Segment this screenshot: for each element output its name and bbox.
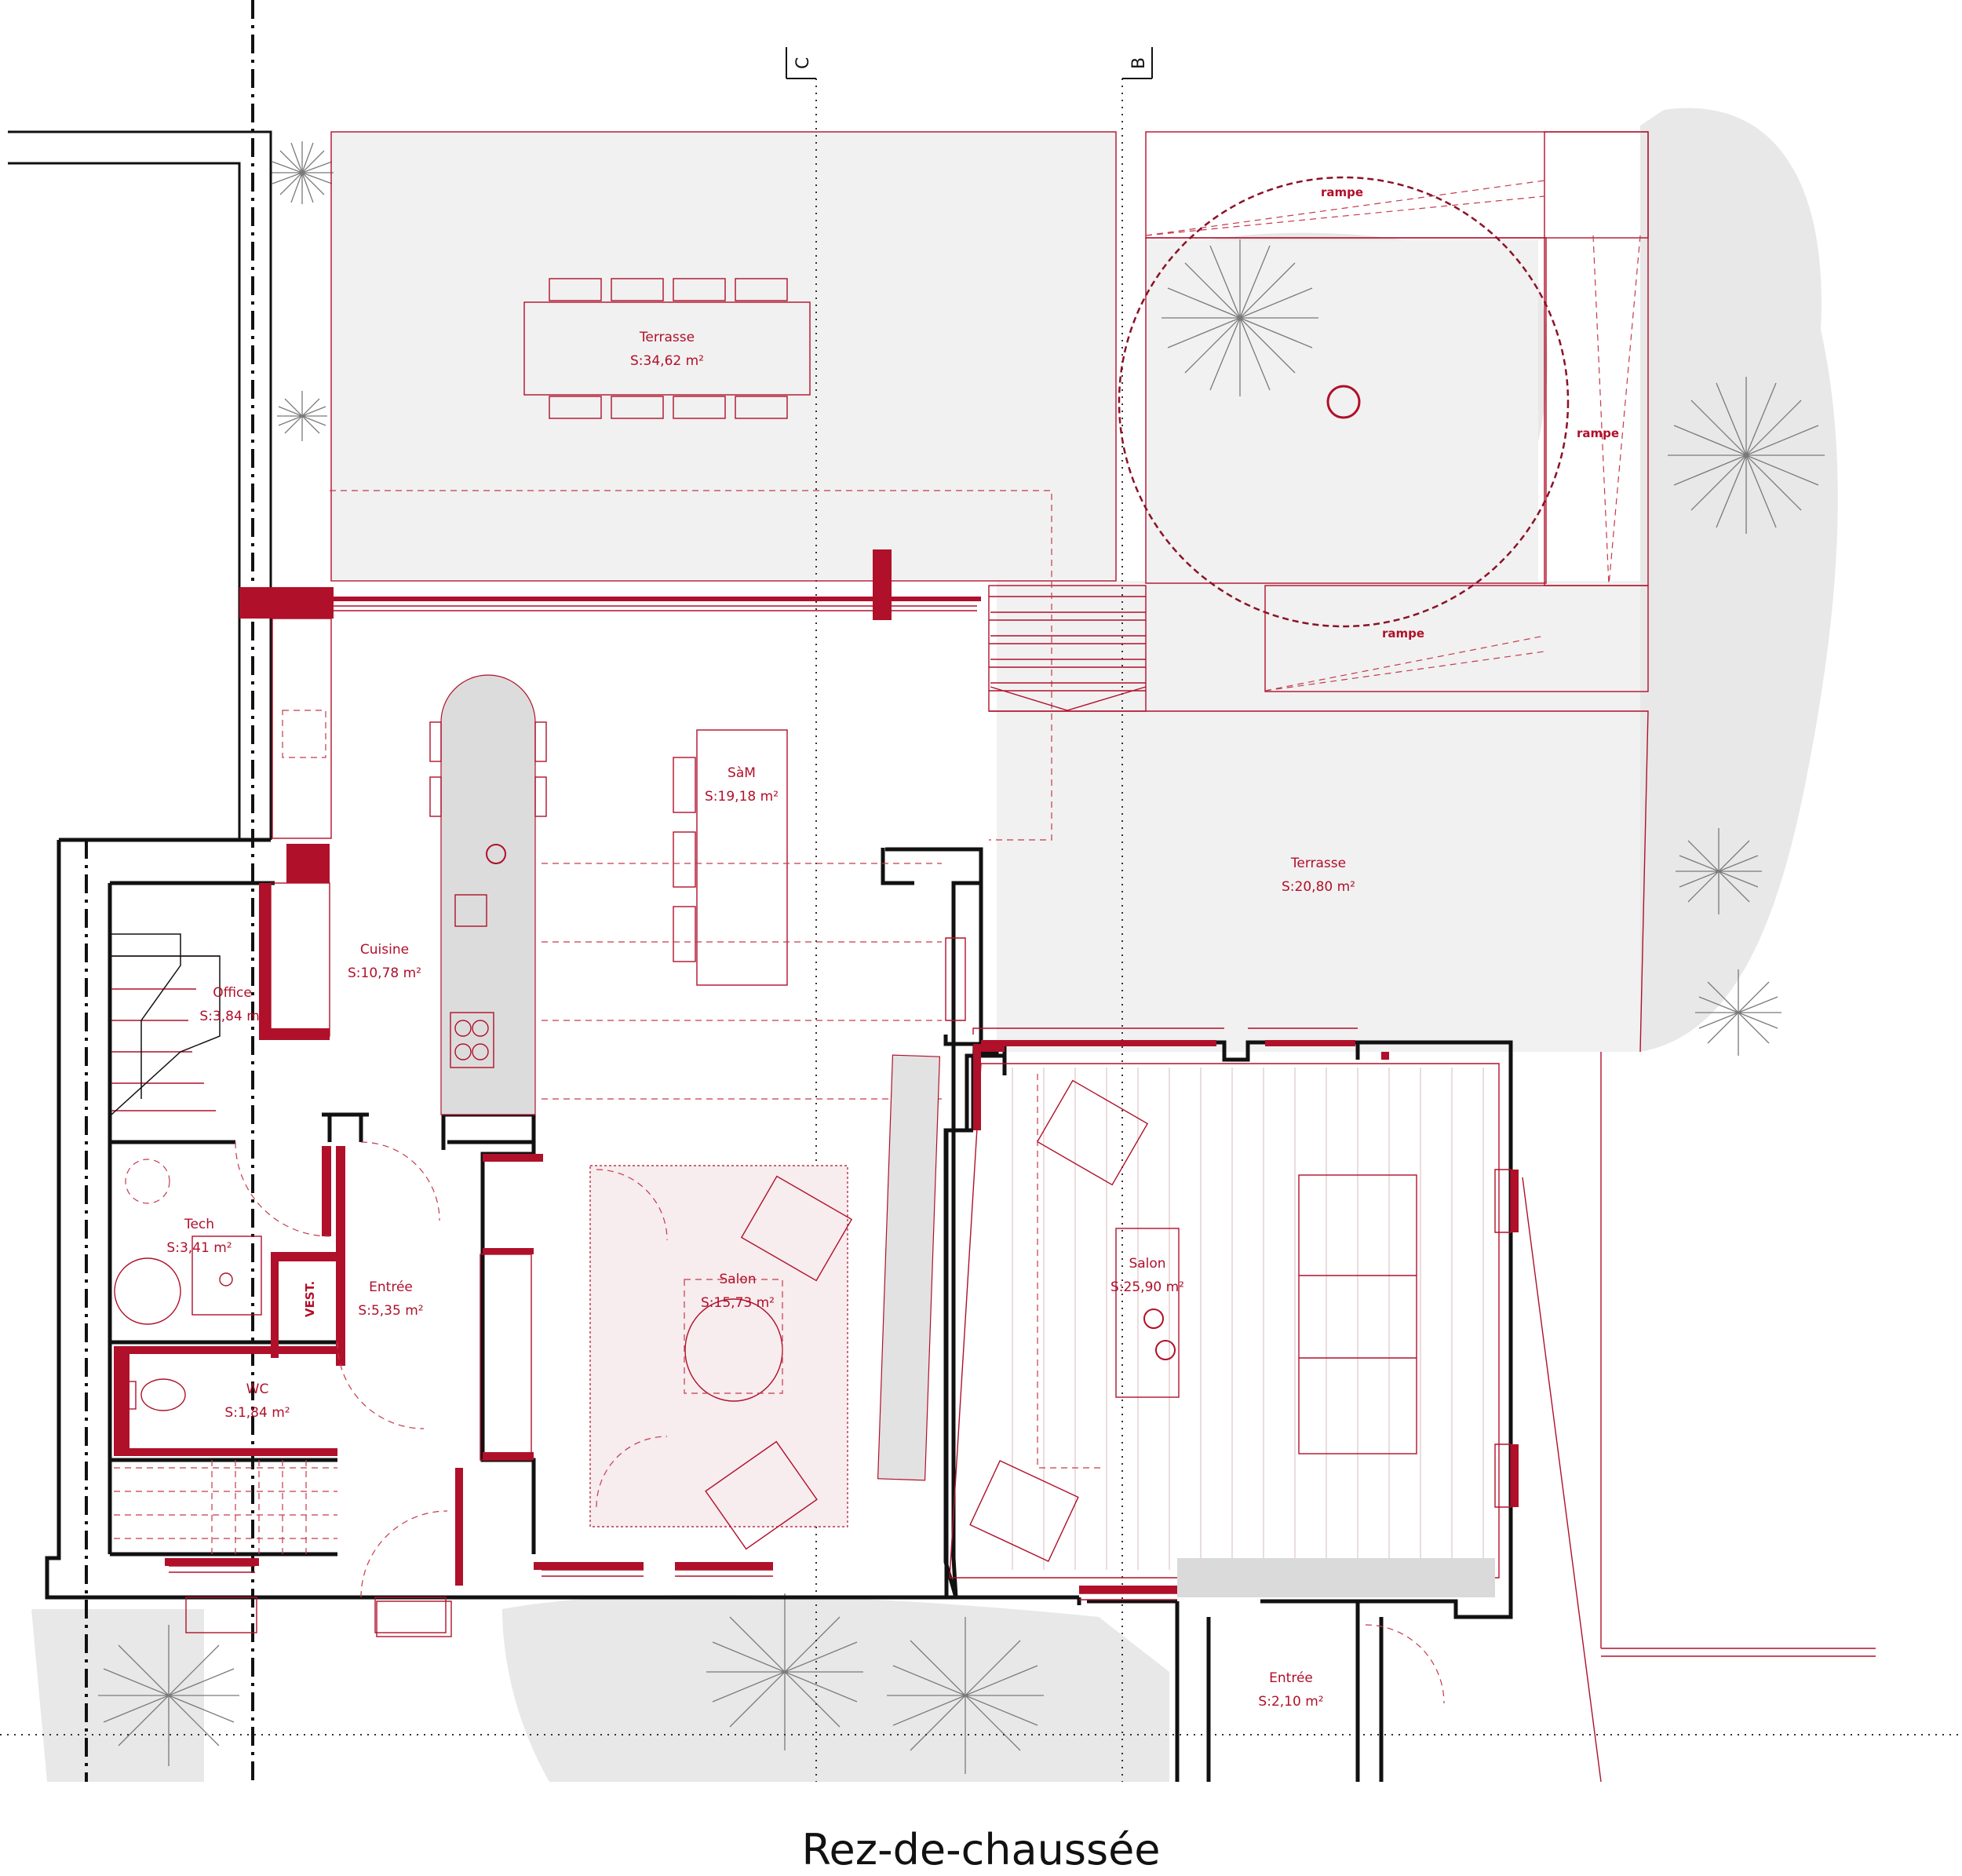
drawing-title: Rez-de-chaussée	[801, 1825, 1160, 1874]
salon-right	[949, 1063, 1500, 1597]
tree-symbol	[1162, 239, 1318, 396]
kitchen	[270, 618, 547, 1115]
room-name-entree-annex: Entrée	[1269, 1670, 1313, 1686]
tree-symbol	[1695, 969, 1781, 1056]
landscape	[31, 108, 1838, 1782]
tree-symbol	[887, 1617, 1044, 1774]
turning-circle	[1118, 176, 1570, 628]
room-area-cuisine: S:10,78 m²	[348, 965, 421, 981]
windows	[169, 605, 1512, 1633]
terrace-outlines	[330, 131, 1876, 1783]
section-marker-b: B	[1129, 57, 1149, 69]
room-name-terrasse-north: Terrasse	[639, 330, 695, 345]
fountain-marker	[1326, 385, 1361, 419]
terrace-stairs	[990, 611, 1147, 711]
room-area-salon-left: S:15,73 m²	[701, 1295, 775, 1311]
trees	[98, 141, 1825, 1774]
room-area-wc: S:1,84 m²	[224, 1405, 290, 1421]
section-marker-c: C	[793, 57, 813, 69]
dining	[542, 729, 942, 1100]
red-walls	[114, 549, 1519, 1593]
salon-left	[480, 1054, 941, 1550]
room-area-terrasse-east: S:20,80 m²	[1282, 879, 1355, 895]
tree-symbol	[277, 391, 327, 441]
room-area-office: S:3,84 m²	[199, 1009, 264, 1024]
tree-symbol	[271, 141, 334, 204]
room-name-salon-left: Salon	[719, 1272, 756, 1287]
tree-symbol	[98, 1625, 239, 1766]
room-area-terrasse-north: S:34,62 m²	[630, 353, 704, 369]
room-area-salon-right: S:25,90 m²	[1110, 1279, 1184, 1295]
ramp-label-bottom: rampe	[1382, 626, 1424, 641]
room-name-salon-right: Salon	[1129, 1256, 1165, 1272]
plant-icons	[486, 844, 1176, 1360]
room-name-wc: WC	[246, 1381, 269, 1397]
door-swings	[235, 1141, 1445, 1704]
terrace-table	[523, 278, 811, 419]
room-name-terrasse-east: Terrasse	[1290, 856, 1346, 871]
closet-label: VEST.	[303, 1281, 317, 1317]
room-name-sam: SàM	[728, 765, 756, 781]
tree-symbol	[1668, 377, 1825, 534]
tree-symbol	[1676, 828, 1762, 914]
tree-symbol	[706, 1593, 863, 1750]
room-area-entree: S:5,35 m²	[358, 1303, 423, 1319]
service-rooms	[111, 933, 337, 1554]
room-labels: Terrasse S:34,62 m² SàM S:19,18 m² Terra…	[166, 330, 1355, 1710]
room-name-entree: Entrée	[369, 1279, 413, 1295]
ramp-label-right: rampe	[1577, 426, 1619, 440]
room-area-sam: S:19,18 m²	[705, 789, 779, 805]
ramp-label-top: rampe	[1321, 185, 1363, 199]
room-name-cuisine: Cuisine	[360, 942, 409, 958]
room-area-tech: S:3,41 m²	[166, 1240, 232, 1256]
axes	[0, 0, 1962, 1782]
room-name-tech: Tech	[184, 1217, 214, 1232]
room-area-entree-annex: S:2,10 m²	[1258, 1694, 1323, 1710]
room-name-office: Office	[213, 985, 252, 1001]
